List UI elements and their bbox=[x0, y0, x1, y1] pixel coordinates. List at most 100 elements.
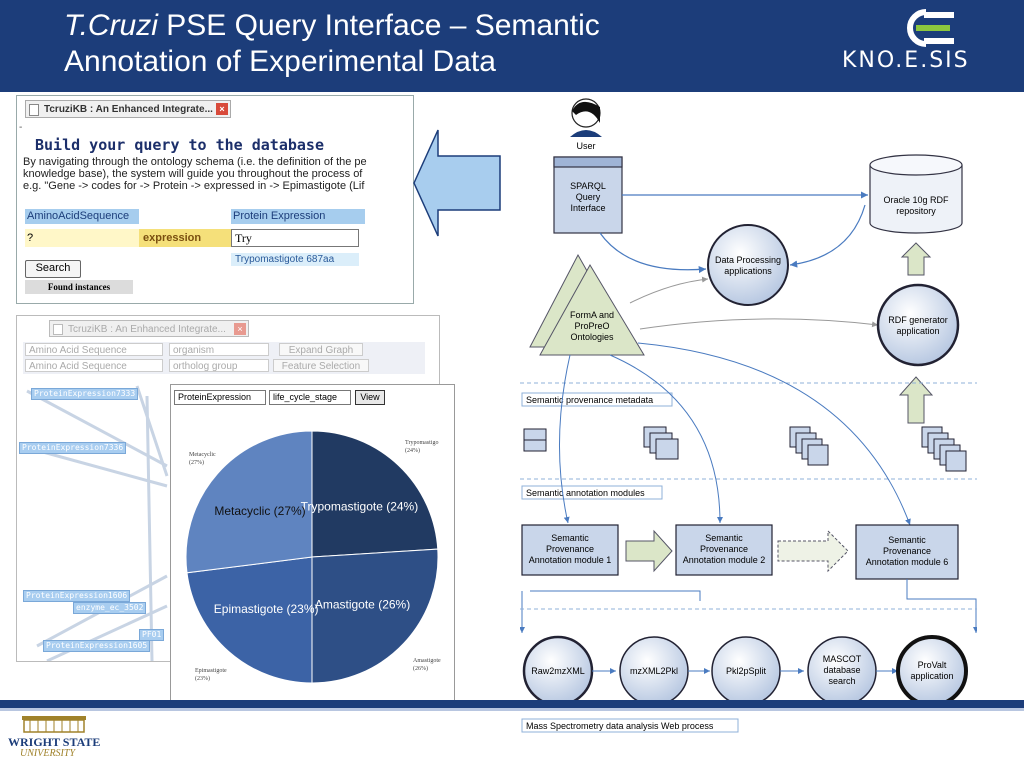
step-label: Pkl2pSplit bbox=[726, 666, 767, 676]
relation-label: expression bbox=[139, 229, 231, 247]
close-icon[interactable]: × bbox=[234, 323, 246, 335]
step-label: search bbox=[828, 676, 855, 686]
select-field[interactable]: ortholog group bbox=[169, 359, 269, 372]
search-button[interactable]: Search bbox=[25, 260, 81, 278]
module-label: Provenance bbox=[883, 546, 931, 556]
title-line2: Annotation of Experimental Data bbox=[64, 45, 496, 78]
module-label: Annotation module 2 bbox=[683, 555, 766, 565]
knoesis-logo-icon bbox=[907, 9, 954, 47]
pie-slice[interactable] bbox=[311, 430, 439, 558]
annotation-module-2: Semantic Provenance Annotation module 2 bbox=[675, 524, 773, 576]
university-name: WRIGHT STATE bbox=[8, 735, 101, 749]
module-label: Annotation module 1 bbox=[529, 555, 612, 565]
entity-select[interactable]: ProteinExpression bbox=[174, 390, 266, 405]
graph-node[interactable]: ProteinExpression7333 bbox=[31, 388, 139, 400]
sparql-label: Query bbox=[576, 192, 601, 202]
slide-title: T.Cruzi PSE Query Interface – Semantic A… bbox=[64, 8, 600, 80]
description-line: e.g. "Gene -> codes for -> Protein -> ex… bbox=[23, 180, 365, 192]
tab-title: TcruziKB : An Enhanced Integrate... bbox=[44, 104, 213, 115]
entity-select-value: ProteinExpression bbox=[178, 392, 252, 402]
graph-node[interactable]: ProteinExpression1605 bbox=[43, 640, 151, 652]
module-label: Annotation module 6 bbox=[866, 557, 949, 567]
view-button[interactable]: View bbox=[355, 390, 385, 405]
pie-slice[interactable] bbox=[185, 430, 313, 574]
life-cycle-pie-chart: Trypomastigote (24%)Amastigote (26%)Epim… bbox=[185, 430, 439, 684]
graph-node[interactable]: ProteinExpression7336 bbox=[19, 442, 127, 454]
module-label: Semantic bbox=[705, 533, 743, 543]
university-subtitle: UNIVERSITY bbox=[20, 748, 75, 759]
close-icon[interactable]: × bbox=[216, 103, 228, 115]
footer-bar-accent bbox=[0, 708, 1024, 711]
architecture-svg: User SPARQL Query Interface Oracle 10g R… bbox=[519, 98, 979, 733]
ms-label-box bbox=[521, 718, 739, 733]
wright-state-logo: WRIGHT STATE UNIVERSITY bbox=[8, 714, 108, 764]
feature-selection-button[interactable]: Feature Selection bbox=[273, 359, 369, 372]
select-field[interactable]: organism bbox=[169, 343, 269, 356]
arrow-sparql-dpa bbox=[599, 232, 707, 274]
small-label-line: Metacyclic bbox=[189, 452, 216, 458]
arrow-ontology-dpa bbox=[629, 276, 709, 304]
provalt-step: ProValt application bbox=[896, 635, 968, 707]
select-field[interactable]: Amino Acid Sequence bbox=[25, 343, 163, 356]
sparql-label: Interface bbox=[570, 203, 605, 213]
ontologies-label: ProPreO bbox=[574, 321, 609, 331]
pie-slice[interactable] bbox=[311, 548, 439, 684]
select-field[interactable]: Amino Acid Sequence bbox=[25, 359, 163, 372]
pie-slice-label: Epimastigote (23%) bbox=[214, 602, 319, 616]
document-icon bbox=[523, 428, 547, 452]
arrow-right-icon bbox=[625, 529, 673, 573]
title-banner: T.Cruzi PSE Query Interface – Semantic A… bbox=[0, 0, 1024, 92]
graph-node[interactable]: enzyme_ec_3502 bbox=[73, 602, 147, 614]
oracle-label: Oracle 10g RDF bbox=[883, 195, 949, 205]
browser-tab[interactable]: TcruziKB : An Enhanced Integrate... × bbox=[49, 320, 249, 337]
expand-graph-button[interactable]: Expand Graph bbox=[279, 343, 363, 356]
oracle-rdf-repository: Oracle 10g RDF repository bbox=[869, 154, 963, 234]
protein-expression-column[interactable]: Protein Expression bbox=[231, 209, 365, 224]
pie-slice-label: Amastigote (26%) bbox=[315, 597, 410, 611]
module-label: Semantic bbox=[551, 533, 589, 543]
connector bbox=[530, 590, 701, 601]
arrow-ontology-rdfgen bbox=[639, 318, 879, 330]
ontologies-label: Ontologies bbox=[570, 332, 614, 342]
step-label: Raw2mzXML bbox=[531, 666, 585, 676]
query-description: By navigating through the ontology schem… bbox=[23, 156, 413, 192]
arrow-left-icon bbox=[413, 129, 501, 237]
arrow-up-icon bbox=[900, 242, 932, 276]
module-label: Provenance bbox=[700, 544, 748, 554]
graph-node[interactable]: PF01 bbox=[139, 629, 165, 641]
protein-expression-input[interactable]: Try bbox=[231, 229, 359, 247]
small-label-trypomastigote: Trypomastigo (24%) bbox=[405, 439, 438, 455]
step-label: database bbox=[823, 665, 860, 675]
module-label: Provenance bbox=[546, 544, 594, 554]
filter-row-2: Amino Acid Sequence ortholog group Featu… bbox=[23, 358, 425, 374]
autocomplete-suggestion[interactable]: Trypomastigote 687aa bbox=[231, 253, 359, 266]
description-line: By navigating through the ontology schem… bbox=[23, 156, 367, 168]
sparql-query-interface: SPARQL Query Interface bbox=[553, 156, 623, 234]
browser-tab[interactable]: TcruziKB : An Enhanced Integrate... × bbox=[25, 100, 231, 118]
rdf-generator-application: RDF generator application bbox=[876, 283, 960, 367]
property-select[interactable]: life_cycle_stage bbox=[269, 390, 351, 405]
connector bbox=[906, 579, 979, 633]
dash-marker: - bbox=[19, 122, 23, 133]
metadata-label-box bbox=[521, 392, 673, 407]
small-label-metacyclic: Metacyclic (27%) bbox=[189, 451, 216, 467]
description-line: knowledge base), the system will guide y… bbox=[23, 168, 363, 180]
graph-edges bbox=[20, 385, 169, 661]
ontologies: FormA and ProPreO Ontologies bbox=[529, 253, 645, 356]
rdfgen-label: application bbox=[896, 326, 939, 336]
module-label: Semantic bbox=[888, 535, 926, 545]
pie-slice[interactable] bbox=[186, 556, 313, 684]
mzxml2pkl-step: mzXML2Pkl bbox=[619, 636, 689, 706]
pie-slice-label: Metacyclic (27%) bbox=[214, 504, 305, 518]
data-processing-applications: Data Processing applications bbox=[707, 224, 789, 306]
small-label-line: Trypomastigo bbox=[405, 440, 439, 446]
step-label: ProValt bbox=[918, 660, 947, 670]
annotation-module-1: Semantic Provenance Annotation module 1 bbox=[521, 524, 619, 576]
raw2mzxml-step: Raw2mzXML bbox=[522, 635, 594, 707]
graph-node[interactable]: ProteinExpression1606 bbox=[23, 590, 131, 602]
amino-acid-sequence-column[interactable]: AminoAcidSequence bbox=[25, 209, 139, 224]
small-label-amastigote: Amastigote (26%) bbox=[413, 657, 441, 673]
step-label: mzXML2Pkl bbox=[630, 666, 678, 676]
rdfgen-label: RDF generator bbox=[888, 315, 948, 325]
page-icon bbox=[53, 324, 63, 335]
